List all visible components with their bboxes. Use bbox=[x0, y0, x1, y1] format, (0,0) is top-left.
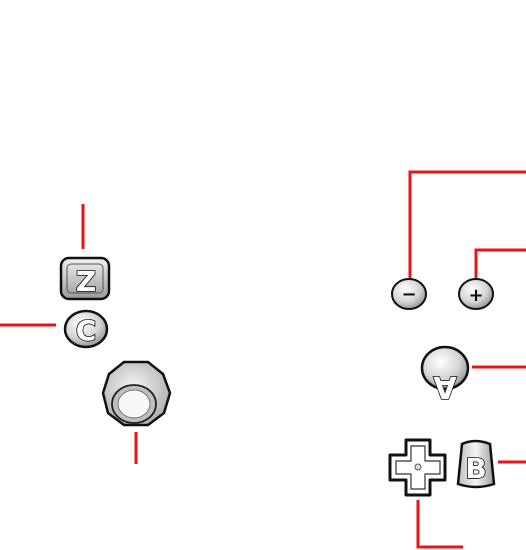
a-button-icon bbox=[420, 345, 470, 391]
plus-button-icon bbox=[458, 278, 494, 310]
plus-button-label: + bbox=[468, 285, 483, 306]
b-button-label: B bbox=[465, 452, 486, 485]
z-button-icon bbox=[59, 256, 111, 301]
plus-button-callout bbox=[474, 248, 526, 278]
dpad-callout bbox=[416, 500, 463, 549]
b-button: B bbox=[456, 439, 496, 489]
c-button-label: C bbox=[76, 314, 97, 347]
plus-button: + bbox=[458, 278, 494, 310]
z-button-label: Z bbox=[76, 265, 96, 298]
minus-button-label: − bbox=[401, 284, 416, 305]
minus-button-icon bbox=[391, 278, 427, 310]
dpad bbox=[388, 438, 447, 497]
a-button-label: A bbox=[433, 369, 457, 404]
minus-button: − bbox=[391, 278, 427, 310]
control-stick bbox=[101, 360, 172, 427]
c-button: C bbox=[63, 309, 109, 349]
c-button-icon bbox=[63, 309, 109, 349]
z-button: Z bbox=[59, 256, 111, 301]
a-button: A bbox=[420, 345, 470, 405]
callout-lines bbox=[0, 170, 526, 549]
b-button-icon bbox=[456, 439, 496, 489]
minus-button-callout bbox=[408, 170, 526, 282]
